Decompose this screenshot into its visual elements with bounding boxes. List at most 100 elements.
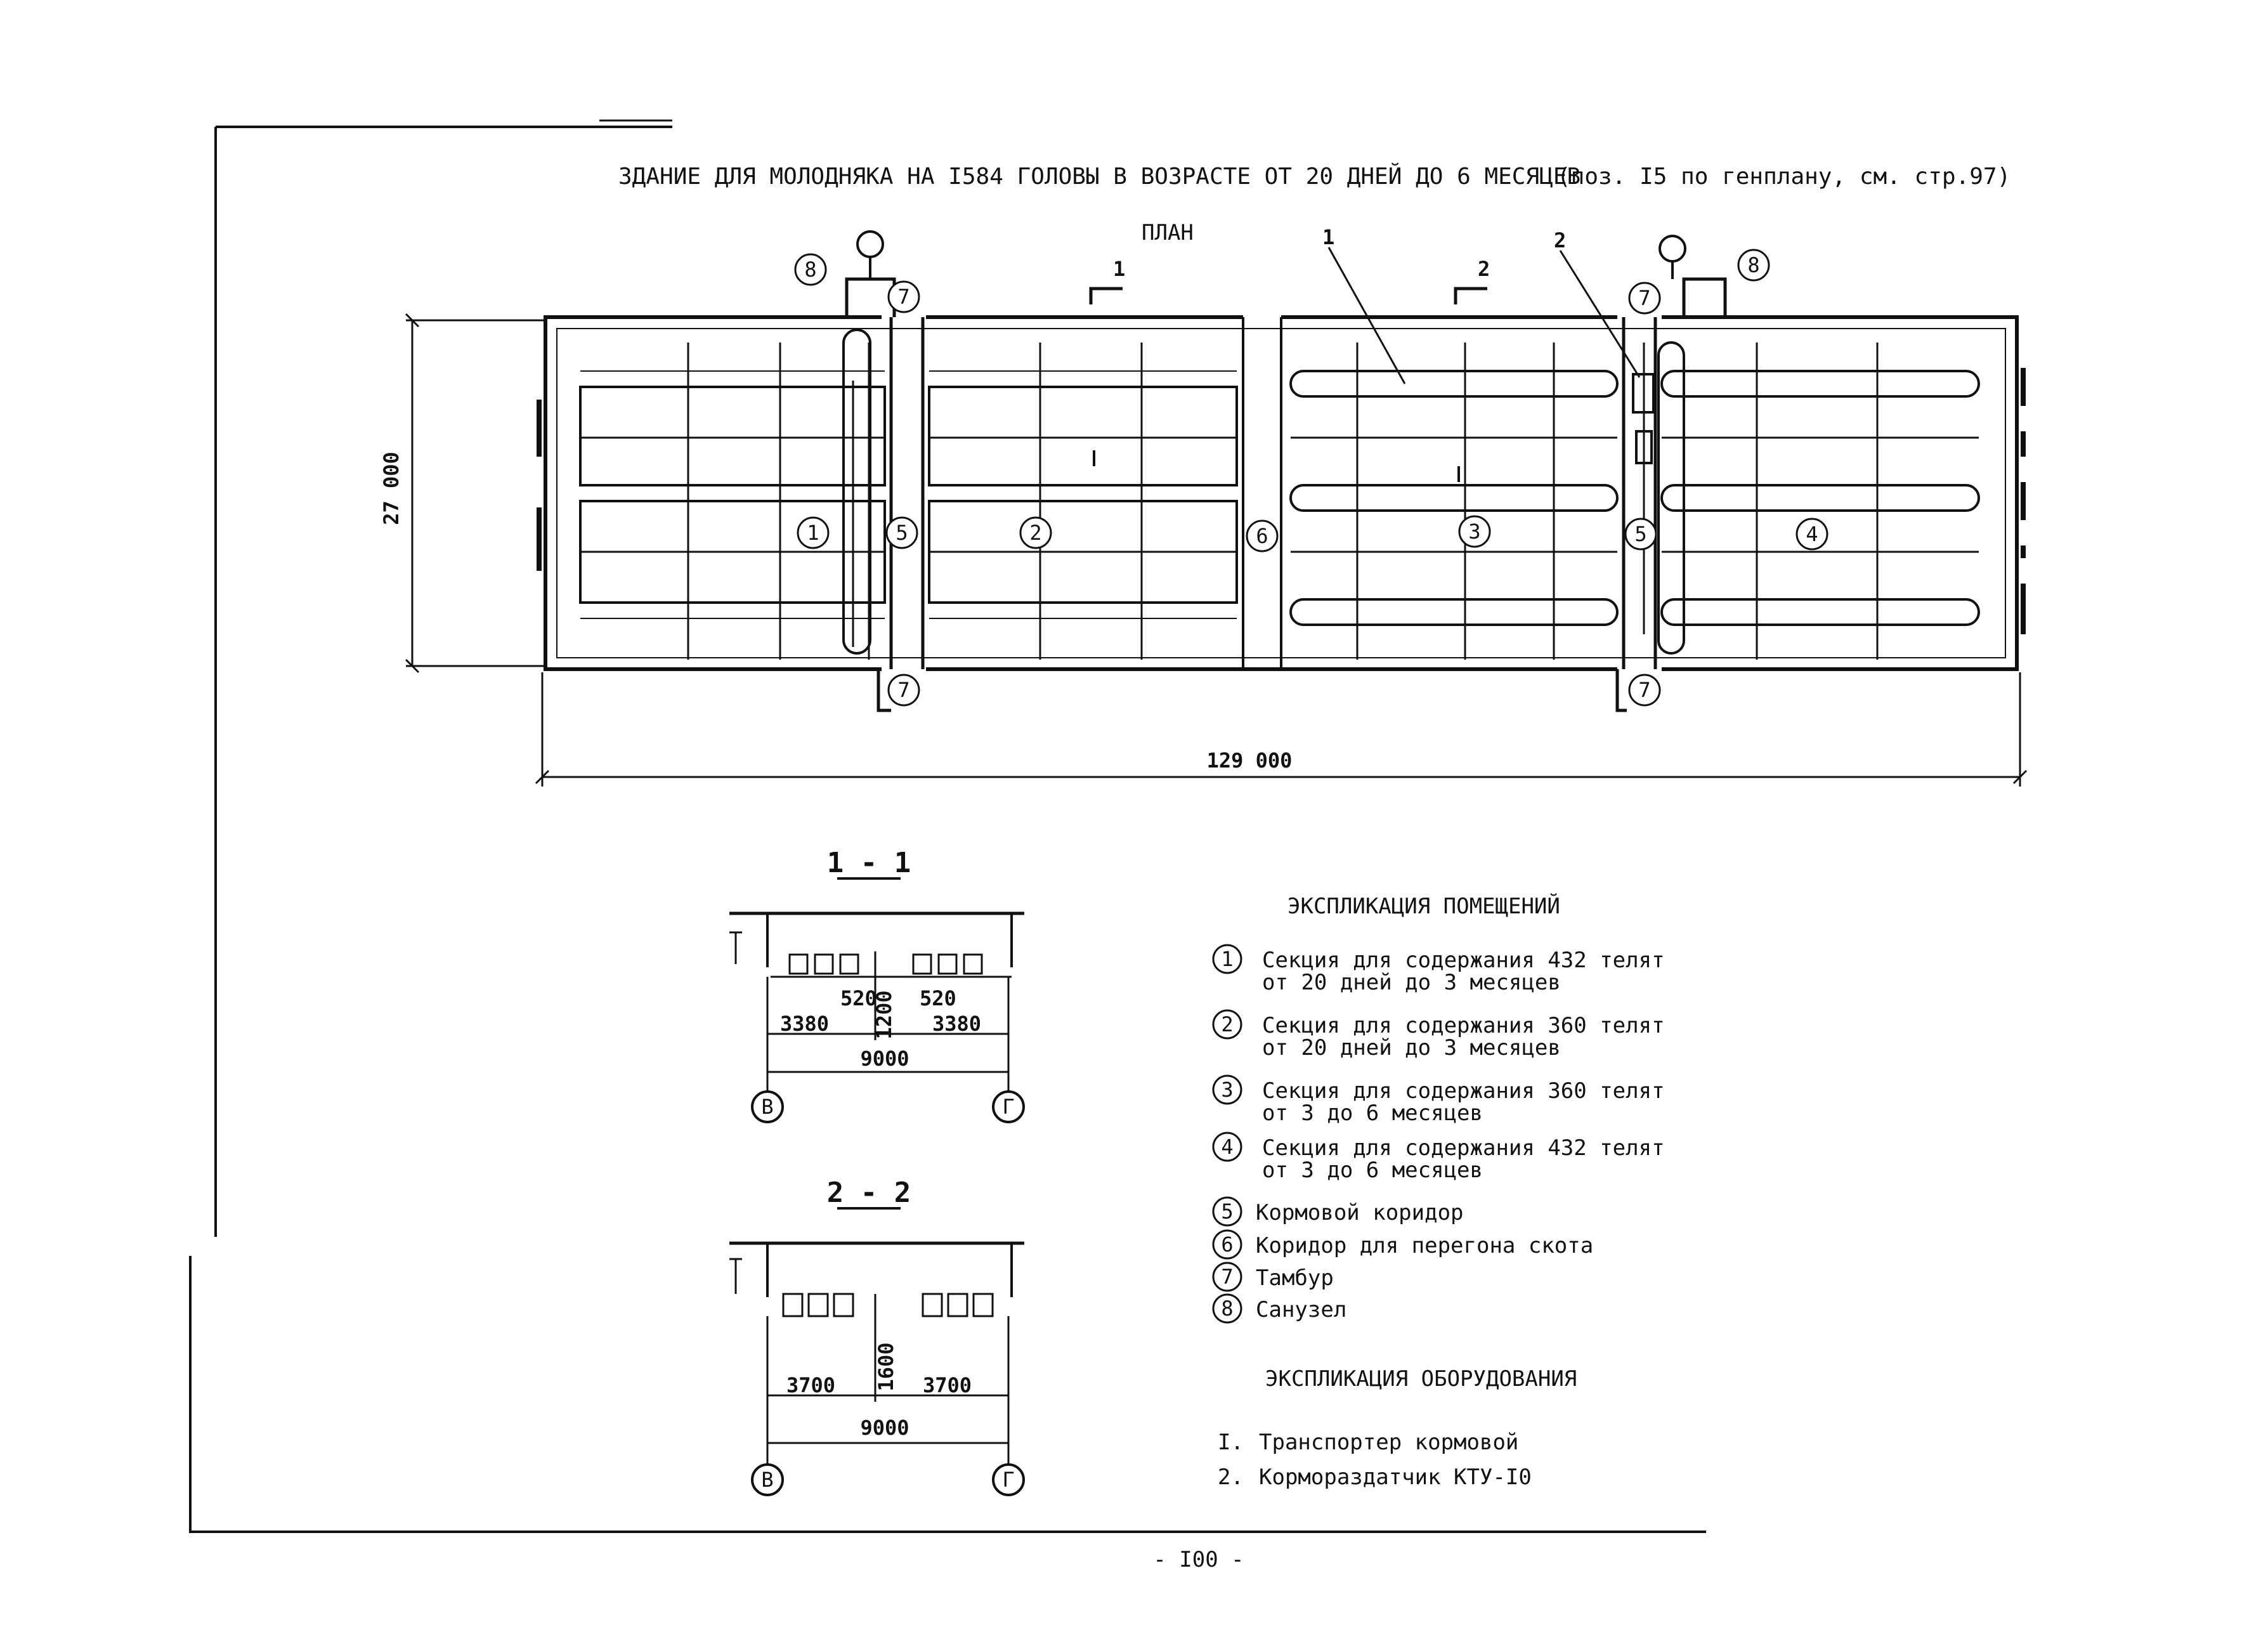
svg-text:2: 2 (1221, 1012, 1233, 1036)
plan-dimensions (405, 313, 2028, 787)
sec1-dim-520-left: 520 (840, 986, 877, 1010)
sec2-dim-3700-right: 3700 (923, 1373, 972, 1397)
room-marker-8b: 8 (1737, 249, 1770, 282)
sheet-title-note: (поз. I5 по генплану, см. стр.97) (1557, 164, 2011, 190)
svg-text:от 20 дней до 3 месяцев: от 20 дней до 3 месяцев (1262, 1035, 1561, 1061)
sec2-axis-v: В (751, 1463, 784, 1496)
svg-text:7: 7 (1221, 1265, 1233, 1289)
svg-text:6: 6 (1221, 1232, 1233, 1257)
plan-height-dimension: 27 000 (379, 452, 403, 525)
room-marker-7b: 7 (1628, 282, 1661, 315)
room-marker-5a: 5 (885, 516, 918, 549)
sec1-axis-v: В (751, 1090, 784, 1123)
svg-text:Г: Г (1002, 1095, 1014, 1119)
svg-text:1: 1 (1221, 947, 1233, 971)
legend-item-4: 4 Секция для содержания 432 телят от 3 д… (1212, 1132, 1665, 1183)
section-mark-1: 1 (1113, 257, 1125, 281)
svg-text:6: 6 (1256, 524, 1268, 548)
equipment-legend: I. Транспортер кормовой 2. Кормораздатчи… (1218, 1430, 1532, 1490)
svg-text:3: 3 (1221, 1078, 1233, 1102)
plan-width-dimension: 129 000 (1207, 748, 1293, 773)
sec1-dim-3380-right: 3380 (932, 1012, 981, 1036)
svg-text:4: 4 (1806, 522, 1818, 546)
floor-plan (537, 230, 2026, 712)
svg-text:В: В (761, 1095, 773, 1119)
legend-item-7: 7 Тамбур (1212, 1262, 1334, 1292)
svg-text:Транспортер кормовой: Транспортер кормовой (1259, 1430, 1518, 1455)
svg-text:5: 5 (1221, 1199, 1233, 1224)
legend-item-8: 8 Санузел (1212, 1293, 1346, 1324)
sec2-axis-g: Г (992, 1463, 1025, 1496)
section-mark-2: 2 (1478, 257, 1490, 281)
room-markers: 1 5 2 6 3 5 4 8 7 7 8 7 7 (794, 249, 1828, 707)
section-1-1-drawing (729, 911, 1024, 1104)
svg-text:В: В (761, 1468, 773, 1492)
sec2-dim-9000: 9000 (860, 1416, 909, 1440)
svg-text:Секция для содержания 360 теля: Секция для содержания 360 телят (1262, 1078, 1665, 1104)
svg-text:от 3 до 6 месяцев: от 3 до 6 месяцев (1262, 1158, 1483, 1183)
room-marker-8a: 8 (794, 253, 827, 286)
svg-text:8: 8 (1221, 1296, 1233, 1321)
legend-item-3: 3 Секция для содержания 360 телят от 3 д… (1212, 1074, 1665, 1126)
svg-text:Кормораздатчик КТУ-I0: Кормораздатчик КТУ-I0 (1259, 1465, 1532, 1490)
sheet-title: ЗДАНИЕ ДЛЯ МОЛОДНЯКА НА I584 ГОЛОВЫ В ВО… (618, 163, 1580, 190)
equipment-mark-1: 1 (1322, 225, 1334, 249)
room-marker-4: 4 (1796, 518, 1828, 551)
rooms-heading: ЭКСПЛИКАЦИЯ ПОМЕЩЕНИЙ (1287, 893, 1560, 919)
page-number: - I00 - (1153, 1547, 1244, 1572)
room-marker-7c: 7 (887, 674, 920, 707)
svg-text:7: 7 (1638, 286, 1650, 310)
section-2-2-title: 2 - 2 (827, 1177, 911, 1209)
sec2-dim-1600: 1600 (874, 1342, 898, 1391)
sec1-dim-1200: 1200 (872, 990, 896, 1039)
svg-text:3: 3 (1468, 519, 1480, 544)
room-marker-2: 2 (1019, 516, 1052, 549)
room-marker-3: 3 (1458, 515, 1491, 548)
svg-text:Тамбур: Тамбур (1256, 1265, 1334, 1291)
svg-text:4: 4 (1221, 1135, 1233, 1159)
svg-text:8: 8 (1747, 253, 1759, 277)
equipment-item-1: I. Транспортер кормовой (1218, 1430, 1518, 1455)
svg-text:I.: I. (1218, 1430, 1244, 1455)
sheet-frame (189, 119, 1706, 1533)
svg-text:7: 7 (1638, 678, 1650, 702)
svg-text:Секция для содержания 360 теля: Секция для содержания 360 телят (1262, 1013, 1665, 1038)
svg-text:1: 1 (807, 521, 819, 545)
sec1-dim-3380-left: 3380 (780, 1012, 829, 1036)
svg-text:8: 8 (804, 258, 816, 282)
equipment-mark-2: 2 (1554, 228, 1566, 252)
svg-text:Секция для содержания 432 теля: Секция для содержания 432 телят (1262, 948, 1665, 973)
room-marker-7a: 7 (887, 280, 920, 313)
svg-text:Кормовой коридор: Кормовой коридор (1256, 1200, 1464, 1225)
room-marker-1: 1 (797, 516, 830, 549)
room-marker-5b: 5 (1624, 518, 1657, 551)
legend-item-1: 1 Секция для содержания 432 телят от 20 … (1212, 944, 1665, 995)
room-marker-6: 6 (1246, 519, 1279, 552)
room-legend: 1 Секция для содержания 432 телят от 20 … (1212, 944, 1665, 1324)
room-marker-7d: 7 (1628, 674, 1661, 707)
sec1-axis-g: Г (992, 1090, 1025, 1123)
section-2-2-drawing (729, 1241, 1024, 1478)
svg-text:от 20 дней до 3 месяцев: от 20 дней до 3 месяцев (1262, 970, 1561, 995)
svg-text:Коридор для перегона скота: Коридор для перегона скота (1256, 1233, 1593, 1258)
svg-text:Секция для содержания 432 теля: Секция для содержания 432 телят (1262, 1135, 1665, 1161)
svg-text:2: 2 (1029, 521, 1041, 545)
legend-item-6: 6 Коридор для перегона скота (1212, 1229, 1593, 1260)
svg-text:Г: Г (1002, 1468, 1014, 1492)
svg-text:2.: 2. (1218, 1465, 1244, 1490)
sec1-dim-9000: 9000 (860, 1047, 909, 1071)
legend-item-5: 5 Кормовой коридор (1212, 1196, 1464, 1227)
svg-text:7: 7 (897, 285, 909, 309)
svg-text:от 3 до 6 месяцев: от 3 до 6 месяцев (1262, 1100, 1483, 1126)
legend-item-2: 2 Секция для содержания 360 телят от 20 … (1212, 1009, 1665, 1061)
equipment-heading: ЭКСПЛИКАЦИЯ ОБОРУДОВАНИЯ (1265, 1366, 1577, 1392)
plan-label: ПЛАН (1142, 220, 1194, 245)
equipment-item-2: 2. Кормораздатчик КТУ-I0 (1218, 1465, 1532, 1490)
sec1-dim-520-right: 520 (920, 986, 956, 1010)
section-1-1-title: 1 - 1 (827, 847, 911, 879)
svg-text:Санузел: Санузел (1256, 1297, 1346, 1322)
svg-text:7: 7 (897, 678, 909, 702)
sec2-dim-3700-left: 3700 (786, 1373, 835, 1397)
svg-text:5: 5 (896, 521, 908, 545)
